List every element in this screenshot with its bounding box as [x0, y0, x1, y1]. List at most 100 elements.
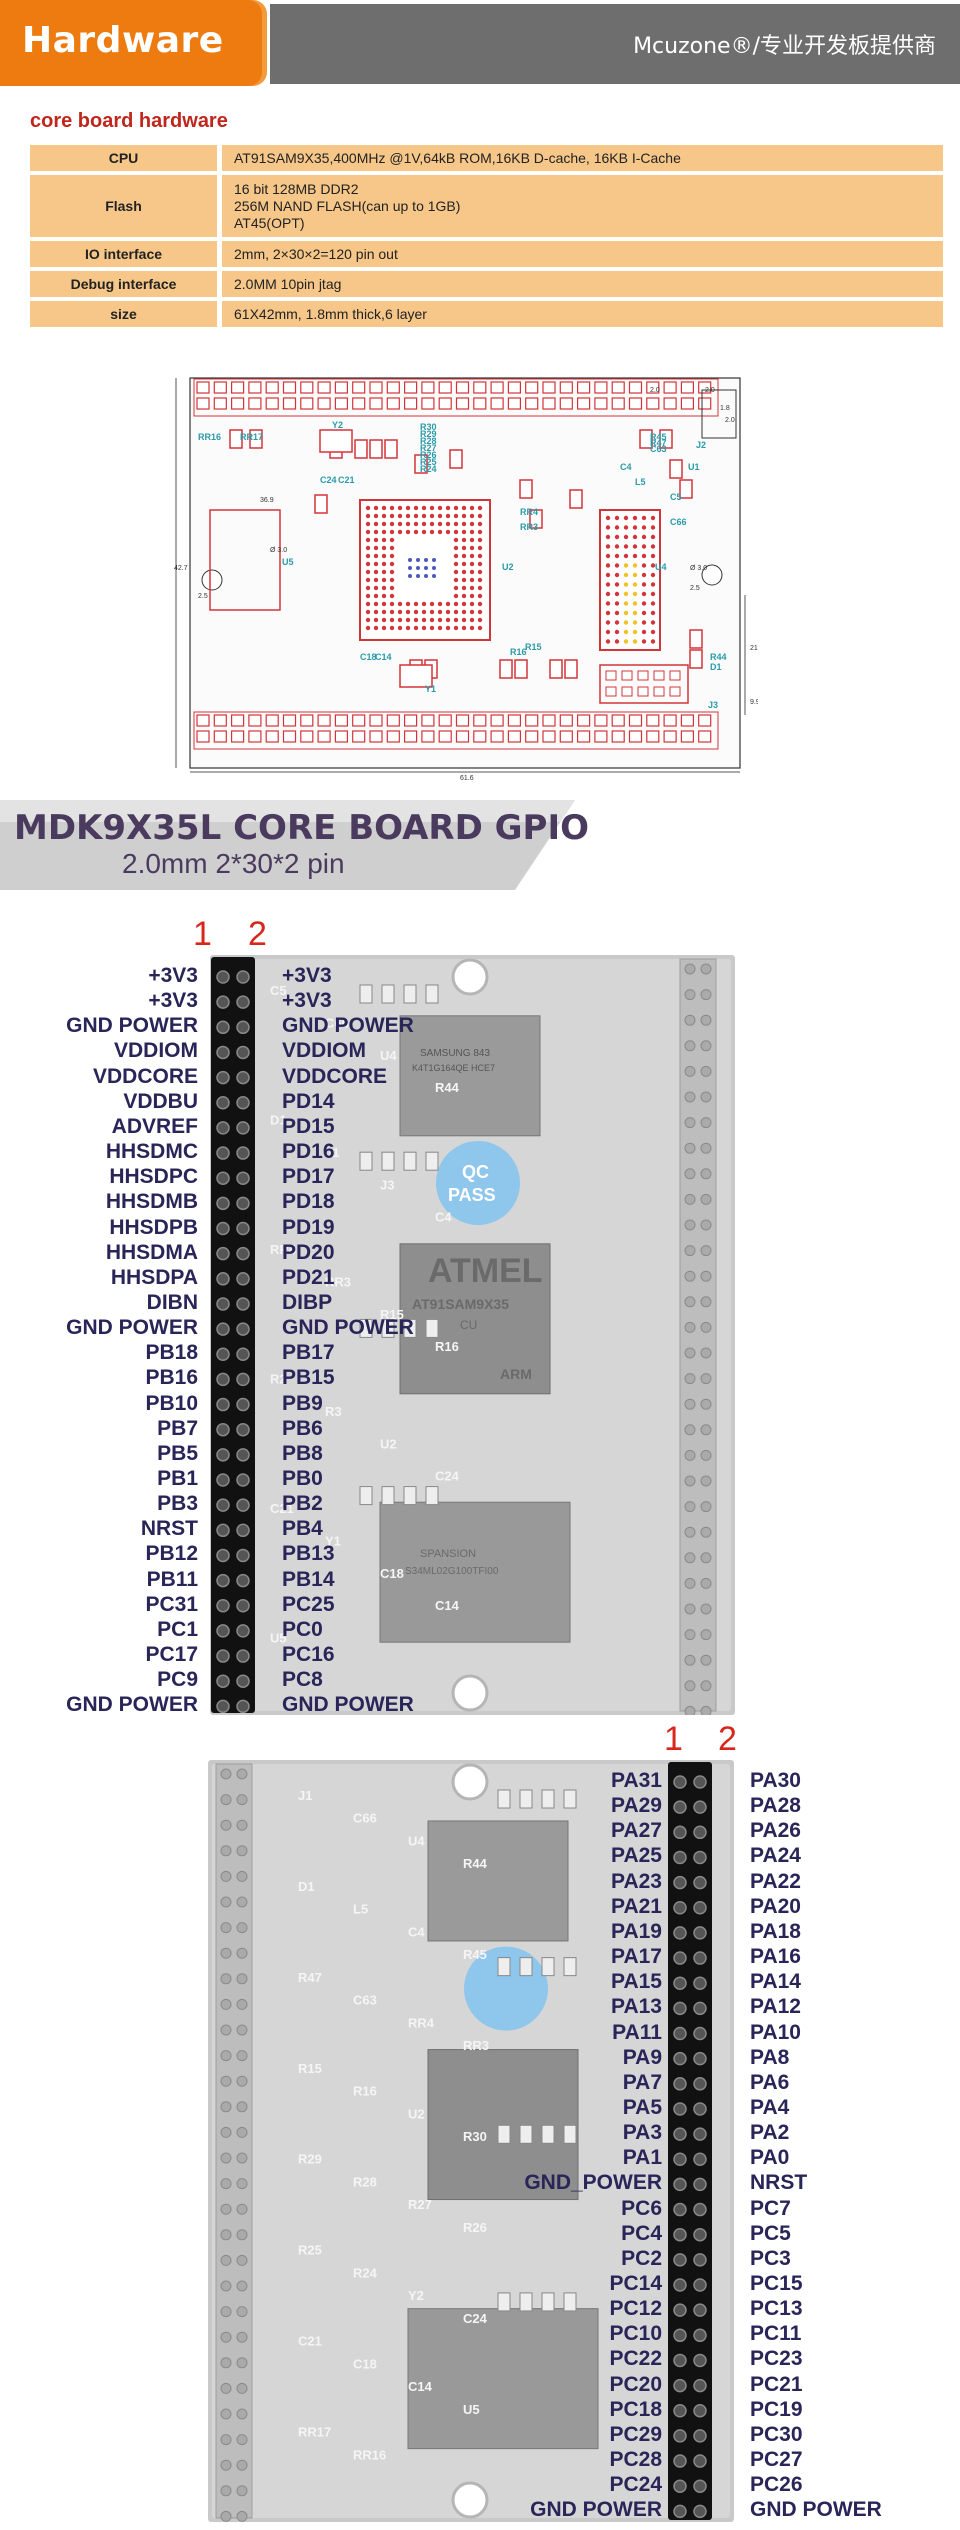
pin-label-odd: PA15 — [611, 1970, 662, 1994]
pin-hole — [700, 1603, 712, 1615]
smd-part — [425, 1151, 439, 1171]
pin-label-odd: PA27 — [611, 1819, 662, 1843]
pin-pad — [455, 381, 470, 394]
silkscreen-label: L5 — [635, 477, 646, 487]
header-pin — [236, 995, 250, 1009]
passive-part — [659, 429, 673, 449]
bga-ball — [408, 574, 412, 578]
pin-hole — [684, 1654, 696, 1666]
bga-ball — [413, 529, 419, 535]
silkscreen-label: RR17 — [240, 432, 263, 442]
pin-pad — [248, 730, 262, 743]
bga-ball — [477, 553, 483, 559]
pin-label-even: PC21 — [750, 2372, 803, 2396]
header-pin — [236, 1674, 250, 1688]
silkscreen-label: D1 — [270, 1113, 287, 1128]
header-pin — [693, 2353, 707, 2368]
bga-ball — [461, 513, 467, 519]
header-pin — [673, 2328, 687, 2343]
ddr-ball — [605, 582, 611, 587]
bga-ball — [405, 625, 411, 631]
header-pin — [673, 2127, 687, 2141]
pin-pad — [386, 397, 400, 410]
pin-pad — [663, 730, 677, 743]
pin-hole — [220, 2408, 232, 2420]
chip-text: ARM — [500, 1366, 532, 1382]
ddr-ball — [632, 591, 638, 597]
passive-part — [549, 659, 563, 679]
pin-label-odd: PB11 — [146, 1567, 198, 1591]
bga-ball — [389, 561, 395, 567]
pin-hole — [220, 2510, 232, 2522]
passive-part — [384, 439, 398, 459]
ddr-ball — [623, 534, 629, 540]
pin-pad — [213, 714, 227, 727]
spec-key: Debug interface — [30, 271, 217, 297]
pin-number-label: 2 — [248, 915, 267, 953]
silkscreen-label: C63 — [650, 444, 667, 454]
silkscreen-label: R30 — [463, 2129, 487, 2144]
pin-hole — [684, 1040, 696, 1052]
ddr-ball — [650, 639, 656, 644]
bga-ball — [429, 617, 435, 623]
bga-ball — [365, 617, 371, 623]
header-pin — [693, 2102, 707, 2116]
bga-ball — [453, 513, 459, 519]
bga-ball — [453, 585, 459, 591]
silkscreen-label: D1 — [710, 662, 722, 672]
bga-ball — [445, 625, 451, 631]
bga-ball — [453, 569, 459, 575]
pin-label-even: GND POWER — [282, 1316, 414, 1340]
pin-label-odd: +3V3 — [148, 989, 198, 1013]
header-pin — [673, 1976, 687, 1990]
bga-ball — [437, 625, 443, 631]
ddr-ball — [614, 515, 620, 521]
pin-label-even: PC0 — [282, 1617, 323, 1641]
bga-ball — [365, 505, 371, 511]
bga-ball — [477, 529, 483, 535]
pin-hole — [236, 2254, 248, 2266]
header-pin — [236, 1548, 250, 1563]
header-pin — [673, 2152, 687, 2166]
pin-hole — [684, 1475, 696, 1487]
pin-pad — [490, 730, 504, 743]
dimension-label: 9.93 — [750, 699, 758, 706]
bga-ball — [469, 553, 475, 559]
pin-hole — [684, 1680, 696, 1692]
pin-pad — [507, 381, 521, 394]
ddr-outline — [599, 509, 661, 651]
pin-hole — [220, 1998, 232, 2010]
pin-hole — [700, 1629, 712, 1641]
ddr-ball — [632, 563, 638, 568]
header-pin — [236, 1523, 250, 1538]
pin-pad — [386, 714, 400, 727]
pin-pad — [352, 730, 366, 743]
bga-ball — [453, 617, 459, 623]
spec-key: size — [30, 301, 217, 327]
silkscreen-label: R16 — [353, 2084, 377, 2099]
pin-label-odd: PB10 — [145, 1391, 198, 1415]
pin-hole — [220, 2075, 232, 2087]
pin-label-even: PA8 — [750, 2045, 790, 2069]
passive-part — [519, 479, 533, 499]
passive-part — [229, 429, 243, 449]
pin-hole — [220, 1896, 232, 1908]
spec-key: CPU — [30, 145, 217, 171]
pin-label-odd: GND POWER — [66, 1316, 198, 1340]
pin-hole — [684, 1321, 696, 1333]
cpu-chip — [427, 2049, 579, 2201]
pin-hole — [700, 1449, 712, 1461]
bga-ball — [397, 617, 403, 623]
ddr-ball — [605, 515, 611, 521]
pin-hole — [236, 2357, 248, 2369]
smd-part — [519, 1789, 533, 1809]
dimension-label: 61.6 — [460, 775, 474, 780]
ddr-ball — [650, 544, 656, 549]
header-pin — [236, 1171, 250, 1185]
header-pin — [216, 1473, 230, 1487]
pin-hole — [220, 1768, 232, 1780]
bga-ball — [381, 617, 387, 623]
bga-ball — [397, 513, 403, 519]
bga-ball — [365, 593, 371, 599]
ddr-ball — [623, 610, 629, 616]
